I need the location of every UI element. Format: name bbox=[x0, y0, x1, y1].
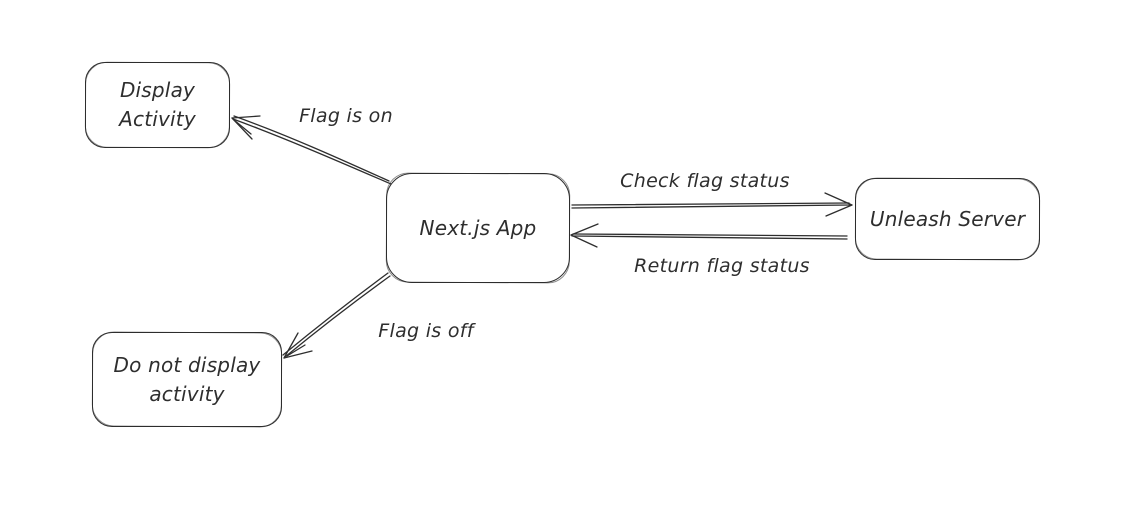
node-display-activity-label: Display Activity bbox=[119, 78, 196, 131]
edge-label-check-flag-status: Check flag status bbox=[620, 170, 790, 192]
node-unleash-server-label: Unleash Server bbox=[869, 206, 1026, 231]
node-nextjs-app-label: Next.js App bbox=[419, 215, 537, 240]
edge-flag-is-off-arrow bbox=[282, 272, 391, 359]
node-display-activity: Display Activity bbox=[85, 62, 230, 148]
edge-label-flag-is-off: Flag is off bbox=[378, 320, 474, 342]
edge-label-flag-is-on: Flag is on bbox=[299, 105, 393, 127]
edge-return-flag-status-arrow bbox=[570, 223, 848, 248]
edge-label-return-flag-status: Return flag status bbox=[634, 255, 810, 277]
node-unleash-server: Unleash Server bbox=[855, 178, 1040, 260]
node-do-not-display-activity: Do not display activity bbox=[92, 332, 282, 427]
node-do-not-display-activity-label: Do not display activity bbox=[113, 352, 261, 406]
node-nextjs-app: Next.js App bbox=[386, 173, 570, 283]
edge-check-flag-status-arrow bbox=[571, 192, 853, 217]
